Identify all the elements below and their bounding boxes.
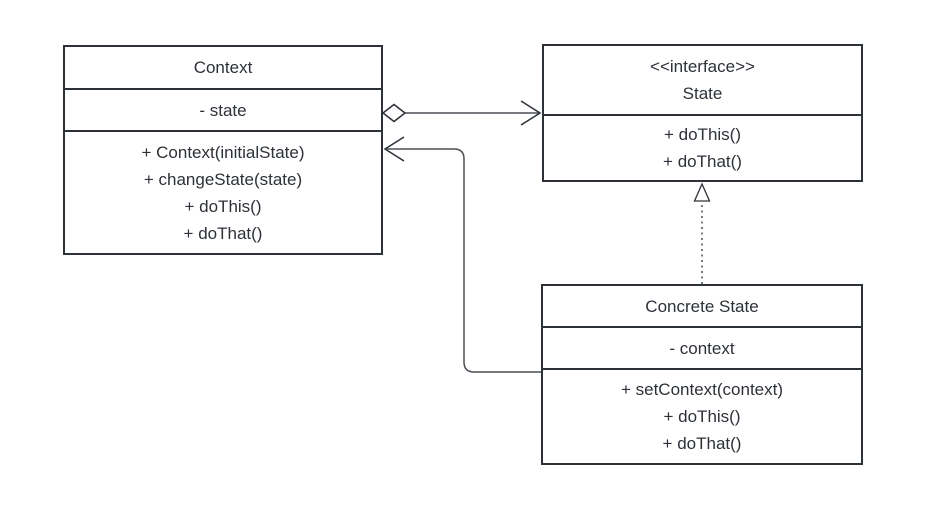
methods-section: + Context(initialState) + changeState(st…	[65, 130, 381, 253]
class-title: Concrete State	[543, 286, 861, 326]
method-label: + Context(initialState)	[141, 142, 305, 162]
methods-section: + doThis() + doThat()	[544, 114, 861, 180]
class-name-label: Context	[193, 58, 253, 77]
class-title: Context	[65, 47, 381, 88]
class-context[interactable]: Context - state + Context(initialState) …	[63, 45, 383, 255]
class-concrete-state[interactable]: Concrete State - context + setContext(co…	[541, 284, 863, 465]
method-label: + doThis()	[664, 125, 741, 144]
method-label: + setContext(context)	[620, 380, 784, 399]
hollow-triangle-arrowhead-icon	[693, 182, 711, 202]
method-label: + doThat()	[662, 434, 742, 453]
method-label: + doThis()	[184, 196, 262, 216]
attribute-label: - state	[199, 100, 247, 120]
association-connector-concretestate-context[interactable]	[383, 136, 541, 373]
aggregation-diamond-icon	[381, 103, 407, 123]
attributes-section: - state	[65, 88, 381, 130]
method-label: + changeState(state)	[143, 169, 303, 189]
method-label: + doThat()	[663, 152, 742, 171]
open-arrowhead-icon	[383, 136, 405, 162]
class-name-label: State	[682, 84, 723, 103]
class-state[interactable]: <<interface>> State + doThis() + doThat(…	[542, 44, 863, 182]
method-label: + doThis()	[663, 407, 741, 426]
association-line	[387, 148, 541, 373]
class-name-label: Concrete State	[645, 296, 759, 316]
stereotype-label: <<interface>>	[650, 57, 755, 76]
attributes-section: - context	[543, 326, 861, 368]
attribute-label: - context	[669, 338, 735, 358]
methods-section: + setContext(context) + doThis() + doTha…	[543, 368, 861, 463]
open-arrowhead-icon	[520, 100, 542, 126]
realization-connector-concretestate-state[interactable]	[693, 182, 711, 284]
class-title: <<interface>> State	[544, 46, 861, 114]
method-label: + doThat()	[183, 223, 263, 243]
aggregation-connector-context-state[interactable]	[381, 100, 542, 126]
